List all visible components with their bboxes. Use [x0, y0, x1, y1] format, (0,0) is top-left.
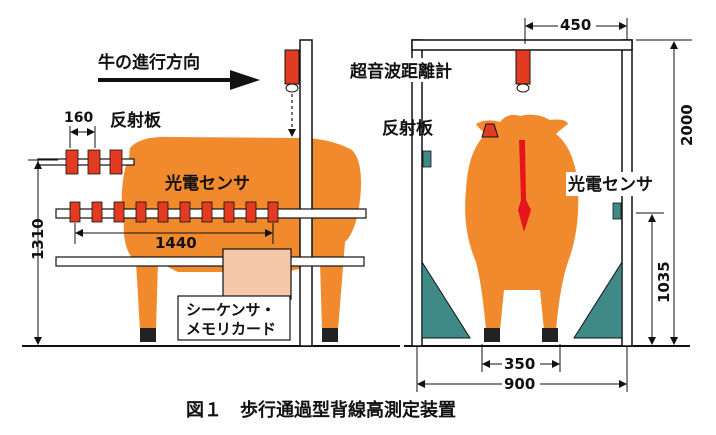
frame-post-left	[299, 39, 313, 347]
ultrasonic-sensor-left	[284, 49, 300, 137]
photo-sensor-label-right: 光電センサ	[567, 174, 653, 195]
dimension-350-label: 350	[504, 355, 535, 373]
rail-lower	[55, 256, 365, 267]
dimension-2000-label: 2000	[678, 104, 696, 146]
sequencer-label-box	[177, 295, 291, 341]
side-guide-right	[573, 260, 623, 339]
dimension-450-label: 450	[560, 16, 591, 34]
ultrasonic-sensor-right	[515, 49, 531, 93]
dimension-1035: 1035	[636, 212, 673, 345]
sensor-row-middle	[69, 201, 279, 223]
photo-sensor-emitter	[422, 150, 432, 168]
reflector-label-right: 反射板	[382, 118, 434, 139]
spine-mark	[518, 140, 531, 232]
dimension-160: 160	[64, 110, 96, 148]
dimension-1310-label: 1310	[29, 218, 47, 260]
dimension-1310: 1310	[28, 159, 58, 345]
photo-sensor-receiver	[612, 202, 622, 220]
sequencer-label-line1: シーケンサ・	[186, 301, 276, 319]
direction-arrow-icon	[98, 70, 260, 90]
sequencer-box	[222, 248, 292, 300]
direction-label: 牛の進行方向	[98, 52, 200, 73]
figure-caption: 図１ 歩行通過型背線高測定装置	[186, 399, 456, 421]
reflector-icon	[481, 123, 499, 138]
sequencer-label-line2: メモリカード	[186, 320, 276, 338]
dimension-160-label: 160	[64, 110, 93, 126]
dimension-1440-label: 1440	[155, 234, 197, 252]
dimension-900: 900	[416, 346, 628, 393]
dimension-350: 350	[481, 344, 561, 373]
ultrasonic-label-bg	[347, 58, 491, 82]
reflector-label-left: 反射板	[110, 110, 162, 131]
direction-indicator: 牛の進行方向	[98, 52, 260, 90]
photo-sensor-label-left: 光電センサ	[164, 173, 250, 194]
cow-rear-view	[465, 114, 579, 342]
dimension-2000: 2000	[636, 39, 696, 345]
side-guide-left	[421, 260, 471, 339]
dimension-1440: 1440	[74, 223, 274, 252]
ultrasonic-label: 超音波距離計	[350, 61, 452, 82]
sensor-row-top	[65, 149, 123, 175]
dimension-450: 450	[524, 14, 628, 44]
dimension-1035-label: 1035	[655, 261, 673, 303]
dimension-900-label: 900	[504, 375, 535, 393]
